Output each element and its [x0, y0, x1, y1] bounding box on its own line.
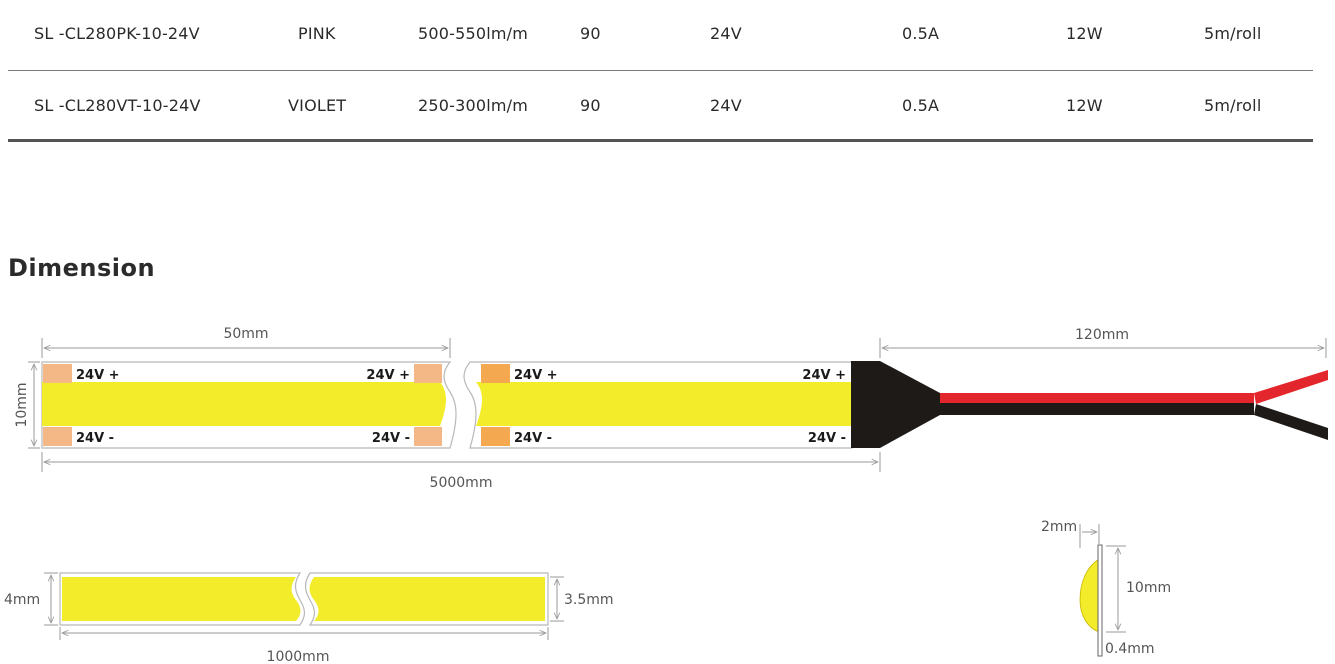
- pad-label-plus: 24V +: [802, 368, 846, 383]
- current-cell: 0.5A: [902, 96, 940, 115]
- lumen-cell: 250-300lm/m: [418, 96, 529, 115]
- pad-label-plus: 24V +: [76, 368, 120, 383]
- strip-segment-right: 24V + 24V - 24V + 24V -: [463, 361, 853, 449]
- strip-top-view: [59, 572, 549, 626]
- dimension-lines: [1079, 524, 1126, 633]
- solder-pad: [43, 427, 72, 446]
- power-cell: 12W: [1066, 24, 1103, 43]
- profile-height-label: 10mm: [1126, 580, 1171, 596]
- color-cell: PINK: [298, 24, 336, 43]
- pad-label-minus: 24V -: [514, 431, 552, 446]
- table-row: SL -CL280VT-10-24V VIOLET 250-300lm/m 90…: [8, 72, 1313, 142]
- strip-width-label: 10mm: [14, 382, 30, 427]
- solder-pad: [481, 364, 510, 383]
- pad-label-minus: 24V -: [76, 431, 114, 446]
- dimension-lines: [28, 338, 1327, 472]
- row-divider: [8, 70, 1313, 71]
- solder-pad: [481, 427, 510, 446]
- profile-thickness-label: 0.4mm: [1105, 641, 1155, 657]
- pad-label-plus: 24V +: [366, 368, 410, 383]
- segment-length-label: 50mm: [223, 326, 268, 342]
- color-cell: VIOLET: [288, 96, 347, 115]
- length-cell: 5m/roll: [1204, 96, 1262, 115]
- cri-cell: 90: [580, 96, 601, 115]
- dimension-lines: [44, 572, 564, 640]
- solder-pad: [414, 427, 442, 446]
- table-bottom-rule: [8, 139, 1313, 142]
- current-cell: 0.5A: [902, 24, 940, 43]
- phosphor-strip: [476, 382, 852, 426]
- cri-cell: 90: [580, 24, 601, 43]
- pad-label-minus: 24V -: [808, 431, 846, 446]
- table-row: SL -CL280PK-10-24V PINK 500-550lm/m 90 2…: [8, 0, 1313, 70]
- phosphor-dome: [1079, 558, 1100, 633]
- black-wire-end: [1254, 404, 1328, 440]
- pad-label-plus: 24V +: [514, 368, 558, 383]
- connector-cable: [851, 361, 1328, 448]
- pcb-edge: [1097, 544, 1103, 657]
- black-wire: [940, 403, 1254, 415]
- phosphor-strip: [309, 577, 545, 621]
- total-length-label: 5000mm: [430, 475, 493, 491]
- lumen-cell: 500-550lm/m: [418, 24, 529, 43]
- voltage-cell: 24V: [710, 24, 742, 43]
- pad-label-minus: 24V -: [372, 431, 410, 446]
- red-wire: [940, 393, 1254, 403]
- red-wire-end: [1254, 370, 1328, 404]
- profile-depth-label: 2mm: [1041, 519, 1077, 535]
- strip-side-profile: [1079, 544, 1103, 657]
- voltage-cell: 24V: [710, 96, 742, 115]
- power-cell: 12W: [1066, 96, 1103, 115]
- length-cell: 5m/roll: [1204, 24, 1262, 43]
- strip-segment-left: 24V + 24V - 24V + 24V -: [41, 361, 457, 449]
- end-cap: [851, 361, 940, 448]
- solder-pad: [43, 364, 72, 383]
- model-cell: SL -CL280PK-10-24V: [34, 24, 200, 43]
- cable-length-label: 120mm: [1075, 327, 1129, 343]
- outer-height-label: 4mm: [4, 592, 40, 608]
- inner-height-label: 3.5mm: [564, 592, 614, 608]
- section-title: Dimension: [8, 254, 156, 282]
- solder-pad: [414, 364, 442, 383]
- cut-length-label: 1000mm: [267, 649, 330, 664]
- phosphor-strip: [62, 577, 301, 621]
- model-cell: SL -CL280VT-10-24V: [34, 96, 201, 115]
- phosphor-strip: [42, 382, 446, 426]
